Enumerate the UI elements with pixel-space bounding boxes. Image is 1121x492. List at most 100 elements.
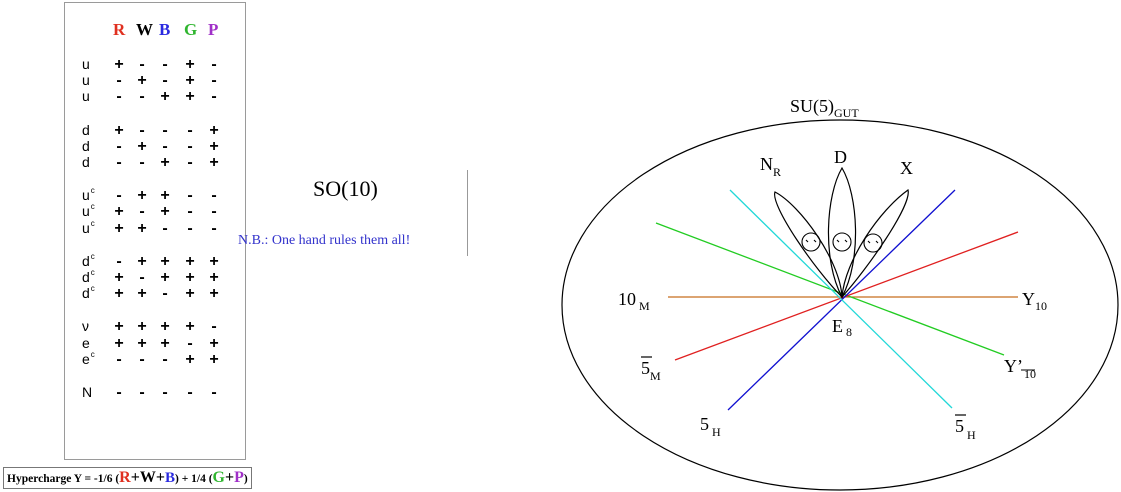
charge-sign: + bbox=[185, 285, 195, 303]
formula-plus-1: + bbox=[130, 469, 140, 486]
conjugate-mark: c bbox=[90, 284, 95, 294]
particle-name: u bbox=[82, 56, 90, 72]
charge-sign: + bbox=[209, 252, 219, 270]
charge-sign: + bbox=[160, 154, 170, 171]
conjugate-mark: c bbox=[90, 251, 95, 261]
row-label: ν bbox=[82, 317, 90, 334]
charge-sign: + bbox=[137, 187, 147, 205]
charge-sign: + bbox=[114, 285, 124, 303]
formula-b: B bbox=[164, 470, 175, 486]
charge-sign: + bbox=[160, 252, 170, 270]
row-label: uc bbox=[82, 186, 95, 203]
charge-sign: - bbox=[211, 56, 217, 73]
charge-sign: - bbox=[162, 350, 168, 368]
particle-name: u bbox=[82, 219, 90, 236]
outer-ellipse bbox=[561, 119, 1119, 491]
charge-sign: - bbox=[116, 350, 122, 368]
charge-sign: - bbox=[187, 137, 193, 155]
charge-sign: - bbox=[187, 154, 193, 171]
charge-sign: + bbox=[160, 269, 170, 286]
charge-sign: - bbox=[187, 334, 193, 352]
formula-prefix: Hypercharge Y = -1/6 ( bbox=[7, 473, 120, 485]
formula-r: R bbox=[119, 469, 131, 486]
divider-line bbox=[467, 170, 468, 256]
particle-name: d bbox=[82, 137, 90, 154]
charge-sign: - bbox=[139, 384, 145, 401]
charge-sign: - bbox=[162, 285, 168, 303]
formula-plus-2: + bbox=[155, 469, 165, 486]
charge-sign: - bbox=[139, 121, 145, 139]
row-label: u bbox=[82, 87, 91, 104]
petal-x-label: X bbox=[900, 158, 913, 178]
charge-sign: - bbox=[139, 154, 145, 171]
charge-sign: - bbox=[162, 72, 168, 90]
formula-g: G bbox=[212, 469, 225, 486]
charge-sign: + bbox=[209, 121, 219, 139]
charge-sign: + bbox=[209, 350, 219, 368]
charge-sign: - bbox=[116, 384, 122, 401]
row-label: uc bbox=[82, 219, 95, 236]
row-label: uc bbox=[82, 202, 95, 219]
charge-sign: - bbox=[211, 72, 217, 90]
row-label: N bbox=[82, 383, 93, 400]
particle-name: e bbox=[82, 334, 90, 351]
row-label: e bbox=[82, 334, 91, 351]
charge-sign: + bbox=[114, 203, 124, 221]
particle-name: d bbox=[82, 269, 90, 285]
charge-sign: - bbox=[116, 187, 122, 205]
charge-sign: - bbox=[116, 137, 122, 155]
charge-sign: - bbox=[187, 219, 193, 237]
label-y10bar: Y’10 bbox=[1004, 356, 1036, 381]
row-label: ec bbox=[82, 350, 95, 367]
charge-sign: + bbox=[137, 285, 147, 303]
charge-sign: - bbox=[116, 88, 122, 106]
charge-sign: - bbox=[162, 384, 168, 401]
row-label: u bbox=[82, 71, 91, 88]
charge-sign: + bbox=[114, 56, 124, 73]
charge-sign: - bbox=[162, 137, 168, 155]
particle-name: d bbox=[82, 285, 90, 302]
conjugate-mark: c bbox=[90, 349, 95, 359]
charge-sign: + bbox=[160, 203, 170, 221]
charge-sign: - bbox=[211, 187, 217, 205]
charge-sign: - bbox=[187, 121, 193, 139]
charge-sign: + bbox=[160, 187, 170, 205]
row-label: dc bbox=[82, 268, 95, 285]
column-header-w: W bbox=[136, 20, 153, 39]
column-header-g: G bbox=[184, 20, 198, 39]
petal-nr-label: NR bbox=[760, 154, 781, 179]
conjugate-mark: c bbox=[90, 186, 95, 196]
charge-sign: - bbox=[162, 219, 168, 237]
petal-d-label: D bbox=[834, 147, 847, 167]
formula-end: ) bbox=[243, 473, 248, 485]
charge-sign: - bbox=[139, 203, 145, 221]
charge-sign: + bbox=[114, 219, 124, 237]
charge-sign: + bbox=[160, 318, 170, 336]
charge-sign: - bbox=[187, 384, 193, 401]
row-label: d bbox=[82, 137, 91, 154]
petal-faces bbox=[801, 232, 883, 253]
charge-sign: + bbox=[114, 269, 124, 286]
row-label: d bbox=[82, 153, 91, 170]
charge-sign: - bbox=[139, 269, 145, 286]
label-5barm: 5M bbox=[641, 358, 661, 383]
charge-sign: - bbox=[116, 72, 122, 90]
conjugate-mark: c bbox=[90, 202, 95, 212]
row-label: dc bbox=[82, 252, 95, 269]
charge-sign: - bbox=[162, 121, 168, 139]
charge-sign: + bbox=[185, 269, 195, 286]
charge-sign: + bbox=[185, 72, 195, 90]
formula-mid: ) + 1/4 ( bbox=[175, 473, 213, 485]
label-y10: Y10 bbox=[1022, 289, 1047, 313]
row-label: dc bbox=[82, 284, 95, 301]
conjugate-mark: c bbox=[90, 268, 95, 277]
charge-sign: + bbox=[185, 88, 195, 106]
charge-sign: + bbox=[185, 56, 195, 73]
charge-sign: - bbox=[187, 203, 193, 221]
charge-sign: + bbox=[160, 88, 170, 106]
line-5barh-cyan bbox=[729, 189, 953, 409]
charge-sign: + bbox=[137, 318, 147, 336]
charge-sign: + bbox=[209, 154, 219, 171]
